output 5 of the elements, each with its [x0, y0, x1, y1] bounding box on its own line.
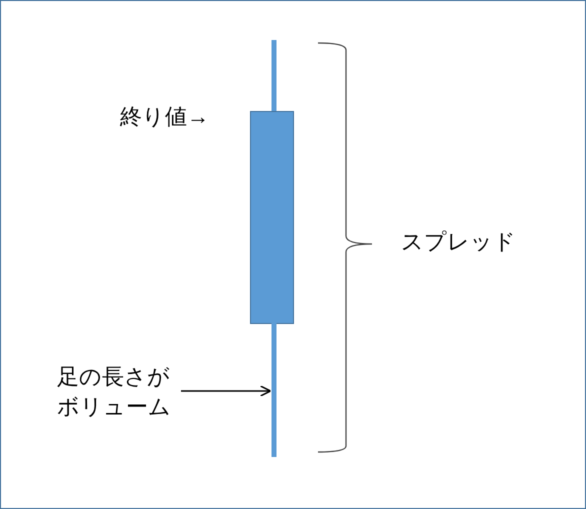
lower-wick — [272, 323, 276, 457]
arrow — [181, 385, 272, 397]
spread-label: スプレッド — [401, 228, 516, 256]
close-price-label: 終り値→ — [120, 103, 209, 131]
caption-text: 足の長さがボリューム — [57, 362, 175, 422]
